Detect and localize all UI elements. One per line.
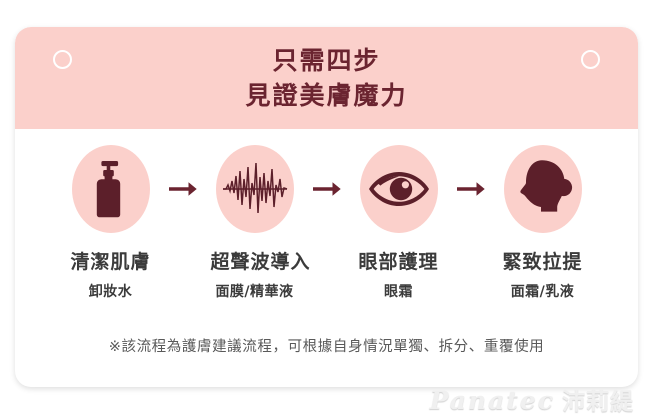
step-1-icon-circle <box>71 145 150 233</box>
eye-icon <box>368 172 429 206</box>
step-4-sublabel: 面霜/乳液 <box>510 283 575 300</box>
step-1-label: 清潔肌膚 <box>70 251 151 273</box>
arrow-right-icon <box>312 182 341 196</box>
step-1-icon-wrap <box>67 145 155 233</box>
arrow-2 <box>299 179 355 199</box>
arrow-3 <box>443 179 499 199</box>
steps-label-row: 清潔肌膚 卸妝水 超聲波導入 面膜/精華液 眼部護理 眼霜 緊致拉提 面霜/乳液 <box>15 251 638 301</box>
punch-hole-right-icon <box>581 50 600 69</box>
step-2-icon-circle <box>215 145 294 233</box>
step-1-labels: 清潔肌膚 卸妝水 <box>67 251 155 301</box>
step-2-icon-wrap <box>211 145 299 233</box>
brand-cjk-name: 沛莉緹 <box>562 389 634 415</box>
pump-bottle-icon <box>96 161 120 218</box>
woman-head-profile-icon <box>519 160 572 212</box>
brand-latin-name: Panatec <box>429 386 555 415</box>
step-2-sublabel: 面膜/精華液 <box>215 283 294 300</box>
header-band: 只需四步 見證美膚魔力 <box>15 27 638 129</box>
steps-icon-row <box>15 135 638 243</box>
step-2-labels: 超聲波導入 面膜/精華液 <box>210 251 311 301</box>
step-3-sublabel: 眼霜 <box>384 283 413 300</box>
step-1-sublabel: 卸妝水 <box>88 283 133 300</box>
step-3-label: 眼部護理 <box>358 251 439 273</box>
step-3-icon-circle <box>359 145 438 233</box>
arrow-right-icon <box>456 182 485 196</box>
punch-hole-left-icon <box>53 50 72 69</box>
skincare-steps-card: 只需四步 見證美膚魔力 <box>15 27 638 387</box>
arrow-1 <box>155 179 211 199</box>
step-4-icon-circle <box>503 145 582 233</box>
step-2-label: 超聲波導入 <box>210 251 311 273</box>
header-title-line-1: 只需四步 <box>272 45 381 75</box>
step-4-labels: 緊致拉提 面霜/乳液 <box>499 251 587 301</box>
header-title-line-2: 見證美膚魔力 <box>245 81 408 110</box>
sound-waveform-icon <box>222 162 287 214</box>
footnote-text: ※該流程為護膚建議流程，可根據自身情況單獨、拆分、重覆使用 <box>108 339 545 355</box>
step-4-icon-wrap <box>499 145 587 233</box>
step-3-labels: 眼部護理 眼霜 <box>355 251 443 301</box>
arrow-right-icon <box>168 182 197 196</box>
brand-watermark: Panatec 沛莉緹 <box>430 382 634 416</box>
step-4-label: 緊致拉提 <box>502 251 583 273</box>
step-3-icon-wrap <box>355 145 443 233</box>
